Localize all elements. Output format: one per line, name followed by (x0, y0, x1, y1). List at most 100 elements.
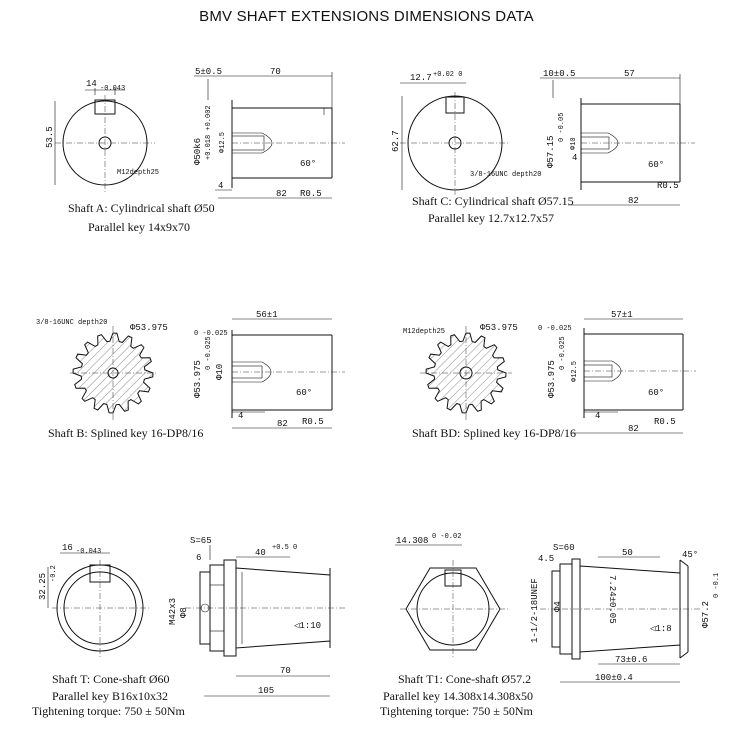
shaft-c-thread: 3/8-16UNC depth20 (470, 171, 541, 179)
shaft-b-thread: 3/8-16UNC depth20 (36, 319, 107, 327)
shaft-bd-length: 57±1 (611, 310, 633, 320)
shaft-c-diameter-tol: 0 -0.05 (558, 113, 566, 142)
shaft-b-radius: R0.5 (302, 417, 324, 427)
shaft-a-diameter-tol: +0.018 +0.002 (205, 105, 213, 160)
shaft-bd-outer-dia-tol: 0 -0.025 (538, 325, 572, 333)
shaft-bd-bore: Φ12.5 (571, 361, 579, 382)
shaft-bd-outer-dia: Φ53.975 (480, 323, 518, 333)
shaft-a-caption: Shaft A: Cylindrical shaft Ø50 (68, 201, 215, 215)
shaft-bd-section: M12depth25 Φ53.975 0 -0.025 (403, 323, 572, 420)
shaft-b-outer-dia-tol: 0 -0.025 (194, 330, 228, 338)
shaft-t-length: 40 (255, 548, 266, 558)
shaft-a-thread: M12depth25 (117, 169, 159, 177)
shaft-a-radius: R0.5 (300, 189, 322, 199)
shaft-c-key-width: 12.7 (410, 73, 432, 83)
shaft-t1-torque-caption: Tightening torque: 750 ± 50Nm (380, 704, 533, 718)
shaft-t-diagram: 16 -0.043 32.25 -0.2 S=65 6 40 +0.5 0 M4… (32, 536, 345, 718)
shaft-b-diameter: Φ53.975 (193, 360, 203, 398)
shaft-bd-diameter: Φ53.975 (547, 360, 557, 398)
shaft-c-length: 57 (624, 69, 635, 79)
shaft-t-pin: Φ8 (179, 607, 189, 618)
shaft-c-section: 12.7 +0.02 0 62.7 3/8-16UNC depth20 (391, 71, 541, 195)
shaft-c-diameter: Φ57.15 (546, 136, 556, 168)
shaft-bd-side: 57±1 Φ53.975 0 -0.025 Φ12.5 4 82 60° R0.… (547, 310, 696, 434)
shaft-t-key-width: 16 (62, 543, 73, 553)
shaft-bd-thread: M12depth25 (403, 328, 445, 336)
shaft-t-side: S=65 6 40 +0.5 0 M42x3 Φ8 ◁1:10 70 105 (168, 536, 345, 697)
shaft-b-side: 56±1 Φ53.975 0 -0.025 Φ10 4 82 60° R0.5 (193, 310, 345, 429)
shaft-t1-key-width: 14.308 (396, 536, 428, 546)
shaft-t-key-tol: -0.043 (76, 548, 101, 556)
shaft-t1-angle: 45° (682, 550, 698, 560)
shaft-a-offset: 5±0.5 (195, 67, 222, 77)
shaft-a-step: 4 (218, 181, 223, 191)
shaft-c-side: 10±0.5 57 Φ57.15 0 -0.05 Φ10 4 82 60° R0… (540, 69, 695, 206)
shaft-b-section: 3/8-16UNC depth20 Φ53.975 0 -0.025 (36, 319, 228, 420)
shaft-a-diagram: 14 -0.043 53.5 M12depth25 5±0.5 70 Φ50k6… (45, 67, 345, 234)
shaft-b-angle: 60° (296, 388, 312, 398)
shaft-t1-total: 100±0.4 (595, 673, 633, 683)
shaft-bd-diagram: M12depth25 Φ53.975 0 -0.025 57±1 Φ53.975… (403, 310, 696, 440)
shaft-b-caption: Shaft B: Splined key 16-DP8/16 (48, 426, 203, 440)
shaft-bd-step: 4 (595, 411, 600, 421)
shaft-t1-length: 50 (622, 548, 633, 558)
shaft-t1-section: 14.308 0 -0.02 (395, 533, 508, 658)
shaft-t1-thread: 1-1/2-18UNEF (530, 578, 540, 643)
shaft-t-thread: M42x3 (168, 598, 178, 625)
shaft-a-key-tol: -0.043 (100, 85, 125, 93)
shaft-t1-diameter: Φ57.2 (701, 601, 711, 628)
shaft-b-bore: Φ10 (215, 364, 225, 380)
shaft-bd-radius: R0.5 (654, 417, 676, 427)
shaft-t-cone (235, 567, 331, 649)
shaft-a-bore: Φ12.5 (219, 132, 227, 153)
shaft-a-angle: 60° (300, 159, 316, 169)
shaft-b-diagram: 3/8-16UNC depth20 Φ53.975 0 -0.025 56±1 … (36, 310, 345, 440)
shaft-b-outer-dia: Φ53.975 (130, 323, 168, 333)
shaft-a-key-width: 14 (86, 79, 97, 89)
shaft-t1-diameter-tol: 0 -0.1 (713, 573, 721, 598)
shaft-t1-diagram: 14.308 0 -0.02 S=60 4.5 50 45° 1-1/2-18U… (380, 533, 721, 718)
shaft-t-length-2: 70 (280, 666, 291, 676)
shaft-c-bore: Φ10 (570, 137, 578, 150)
shaft-c-diagram: 12.7 +0.02 0 62.7 3/8-16UNC depth20 10±0… (391, 69, 695, 225)
shaft-t1-side: S=60 4.5 50 45° 1-1/2-18UNEF Φ4 7.24±0.0… (530, 543, 721, 683)
shaft-c-caption: Shaft C: Cylindrical shaft Ø57.15 (412, 194, 574, 208)
shaft-t-nut-size: S=65 (190, 536, 212, 546)
shaft-t-key-caption: Parallel key B16x10x32 (52, 689, 168, 703)
shaft-c-total: 82 (628, 196, 639, 206)
shaft-c-angle: 60° (648, 160, 664, 170)
shaft-t-height: 32.25 (38, 573, 48, 600)
shaft-a-diameter: Φ50k6 (193, 138, 203, 165)
shaft-a-length: 70 (270, 67, 281, 77)
shaft-a-key-caption: Parallel key 14x9x70 (88, 220, 190, 234)
shaft-t-total: 105 (258, 686, 274, 696)
shaft-t1-caption: Shaft T1: Cone-shaft Ø57.2 (398, 672, 531, 686)
shaft-t1-pin: Φ4 (553, 601, 563, 612)
page-title: BMV SHAFT EXTENSIONS DIMENSIONS DATA (199, 8, 534, 25)
shaft-t-taper: ◁1:10 (294, 621, 321, 631)
shaft-c-key-tol: +0.02 0 (433, 71, 462, 79)
shaft-b-diameter-tol: 0 -0.025 (205, 336, 213, 370)
shaft-c-offset: 10±0.5 (543, 69, 575, 79)
shaft-t-section: 16 -0.043 32.25 -0.2 (38, 543, 150, 658)
shaft-bd-caption: Shaft BD: Splined key 16-DP8/16 (412, 426, 576, 440)
shaft-b-step: 4 (238, 411, 243, 421)
shaft-a-total: 82 (276, 189, 287, 199)
shaft-t1-length-b: 7.24±0.05 (607, 575, 617, 624)
shaft-t1-nut-size: S=60 (553, 543, 575, 553)
shaft-t-length-tol: +0.5 0 (272, 544, 297, 552)
shaft-bd-angle: 60° (648, 388, 664, 398)
shaft-t1-length-2: 73±0.6 (615, 655, 647, 665)
shaft-a-height: 53.5 (45, 126, 55, 148)
shaft-t1-key-caption: Parallel key 14.308x14.308x50 (383, 689, 533, 703)
shaft-t1-taper: ◁1:8 (650, 624, 672, 634)
shaft-c-step: 4 (572, 153, 577, 163)
shaft-c-radius: R0.5 (657, 181, 679, 191)
shaft-t-height-tol: -0.2 (50, 565, 58, 582)
shaft-c-key-caption: Parallel key 12.7x12.7x57 (428, 211, 554, 225)
shaft-bd-diameter-tol: 0 -0.025 (559, 336, 567, 370)
shaft-t1-key-tol: 0 -0.02 (432, 533, 461, 541)
shaft-c-height: 62.7 (391, 130, 401, 152)
shaft-t-caption: Shaft T: Cone-shaft Ø60 (52, 672, 170, 686)
